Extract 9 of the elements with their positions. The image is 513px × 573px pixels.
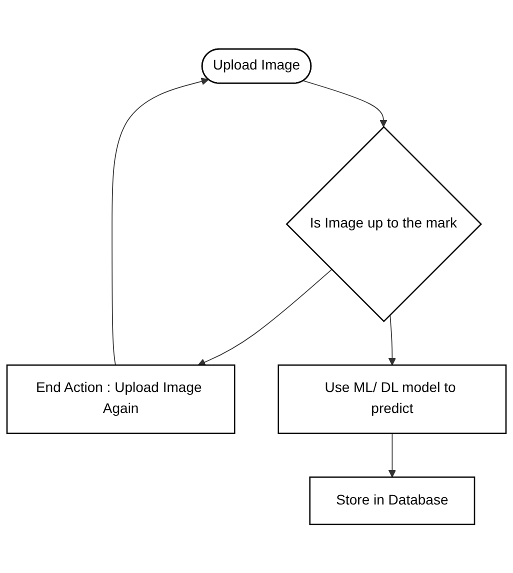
node-diamond: Is Image up to the mark — [286, 126, 482, 322]
arrow — [112, 77, 209, 366]
arrow — [303, 80, 388, 128]
node-box: Use ML/ DL model to predict — [278, 364, 507, 434]
node-box: End Action : Upload Image Again — [6, 364, 236, 434]
arrow — [198, 268, 332, 366]
node-box: Store in Database — [309, 476, 476, 525]
arrow — [388, 432, 396, 478]
arrow — [388, 314, 396, 366]
